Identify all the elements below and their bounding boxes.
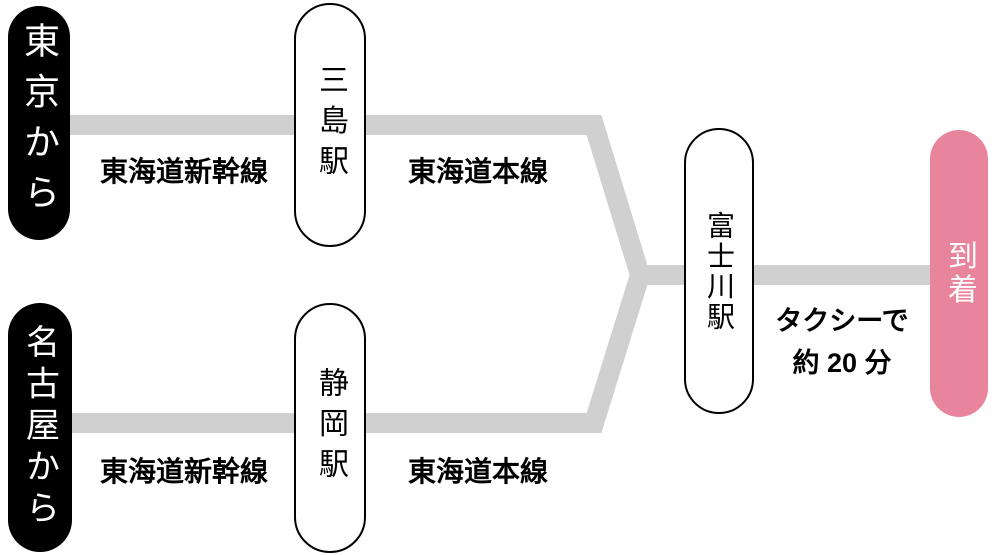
station-label-shizuoka: 静岡駅 <box>314 367 347 489</box>
origin-pill-nagoya: 名古屋から <box>8 303 72 552</box>
taxi-label-line2: 約 20 分 <box>792 348 892 378</box>
arrival-label: 到着 <box>943 239 976 308</box>
origin-pill-tokyo: 東京から <box>8 6 70 240</box>
taxi-label-line1: タクシーで <box>775 306 909 336</box>
route-label-nagoya-shinkansen: 東海道新幹線 <box>100 456 269 487</box>
station-pill-mishima: 三島駅 <box>294 3 366 247</box>
origin-label-tokyo: 東京から <box>19 22 60 224</box>
arrival-pill: 到着 <box>930 130 988 417</box>
route-line-tokyo <box>60 115 930 285</box>
route-label-tokyo-local-line: 東海道本線 <box>408 156 549 187</box>
route-label-taxi: タクシーで 約 20 分 <box>766 300 918 384</box>
route-label-nagoya-local-line: 東海道本線 <box>408 456 549 487</box>
station-label-mishima: 三島駅 <box>314 64 347 186</box>
origin-label-nagoya: 名古屋から <box>20 323 59 532</box>
station-pill-fujikawa: 富士川駅 <box>684 128 754 414</box>
route-label-tokyo-shinkansen: 東海道新幹線 <box>100 156 269 187</box>
station-label-fujikawa: 富士川駅 <box>704 210 735 332</box>
station-pill-shizuoka: 静岡駅 <box>294 303 366 553</box>
